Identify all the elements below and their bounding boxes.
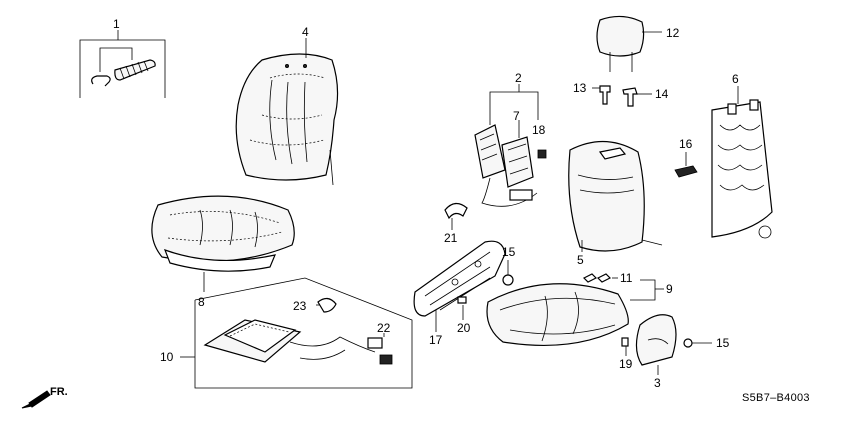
part-2-airbag-module[interactable] (474, 84, 547, 207)
part-14-guide-lock[interactable] (622, 87, 652, 107)
part-5-seatback-pad[interactable] (568, 140, 663, 252)
callout-11: 11 (620, 271, 633, 285)
callout-6: 6 (732, 72, 739, 86)
callout-4: 4 (302, 25, 309, 39)
part-12-headrest[interactable] (596, 15, 662, 72)
callout-7: 7 (513, 109, 520, 123)
diagram-code: S5B7–B4003 (742, 392, 810, 404)
callout-12: 12 (666, 26, 680, 40)
callout-16: 16 (679, 137, 693, 151)
callout-22: 22 (377, 321, 391, 335)
part-3-side-cover[interactable] (635, 314, 677, 375)
callout-5: 5 (577, 253, 584, 267)
part-15-bolt-lower[interactable] (683, 338, 712, 348)
callout-3: 3 (654, 376, 661, 390)
callout-21: 21 (444, 231, 458, 245)
part-21-clip[interactable] (444, 202, 468, 230)
part-6-seatback-frame[interactable] (711, 86, 773, 239)
callout-17: 17 (429, 333, 443, 347)
callout-9: 9 (666, 282, 673, 296)
direction-label: FR. (50, 386, 68, 398)
callout-13: 13 (573, 81, 587, 95)
callout-14: 14 (655, 87, 669, 101)
callout-1: 1 (113, 17, 120, 31)
part-13-guide[interactable] (592, 85, 611, 105)
callout-15b: 15 (716, 336, 730, 350)
callout-20: 20 (457, 321, 471, 335)
part-10-heater-box[interactable] (180, 277, 413, 389)
callout-23: 23 (293, 299, 307, 313)
callout-18: 18 (532, 123, 546, 137)
part-20-clip[interactable] (457, 296, 467, 320)
callout-10: 10 (160, 350, 174, 364)
part-4-seatback-cover[interactable] (235, 53, 339, 186)
part-11-clip-set[interactable] (582, 273, 618, 283)
arrow-down-left-icon (21, 390, 51, 409)
part-1-clip-set[interactable] (79, 30, 166, 98)
part-17-seat-track[interactable] (413, 240, 506, 332)
part-19-clip[interactable] (621, 337, 629, 356)
callout-2: 2 (515, 71, 522, 85)
callout-15a: 15 (502, 245, 516, 259)
part-9-cushion-pad[interactable] (486, 279, 664, 346)
part-8-cushion-cover[interactable] (151, 195, 295, 272)
callout-8: 8 (198, 295, 205, 309)
callout-19: 19 (619, 357, 633, 371)
part-16-knob[interactable] (674, 152, 698, 178)
part-15-bolt-upper[interactable] (502, 260, 514, 286)
